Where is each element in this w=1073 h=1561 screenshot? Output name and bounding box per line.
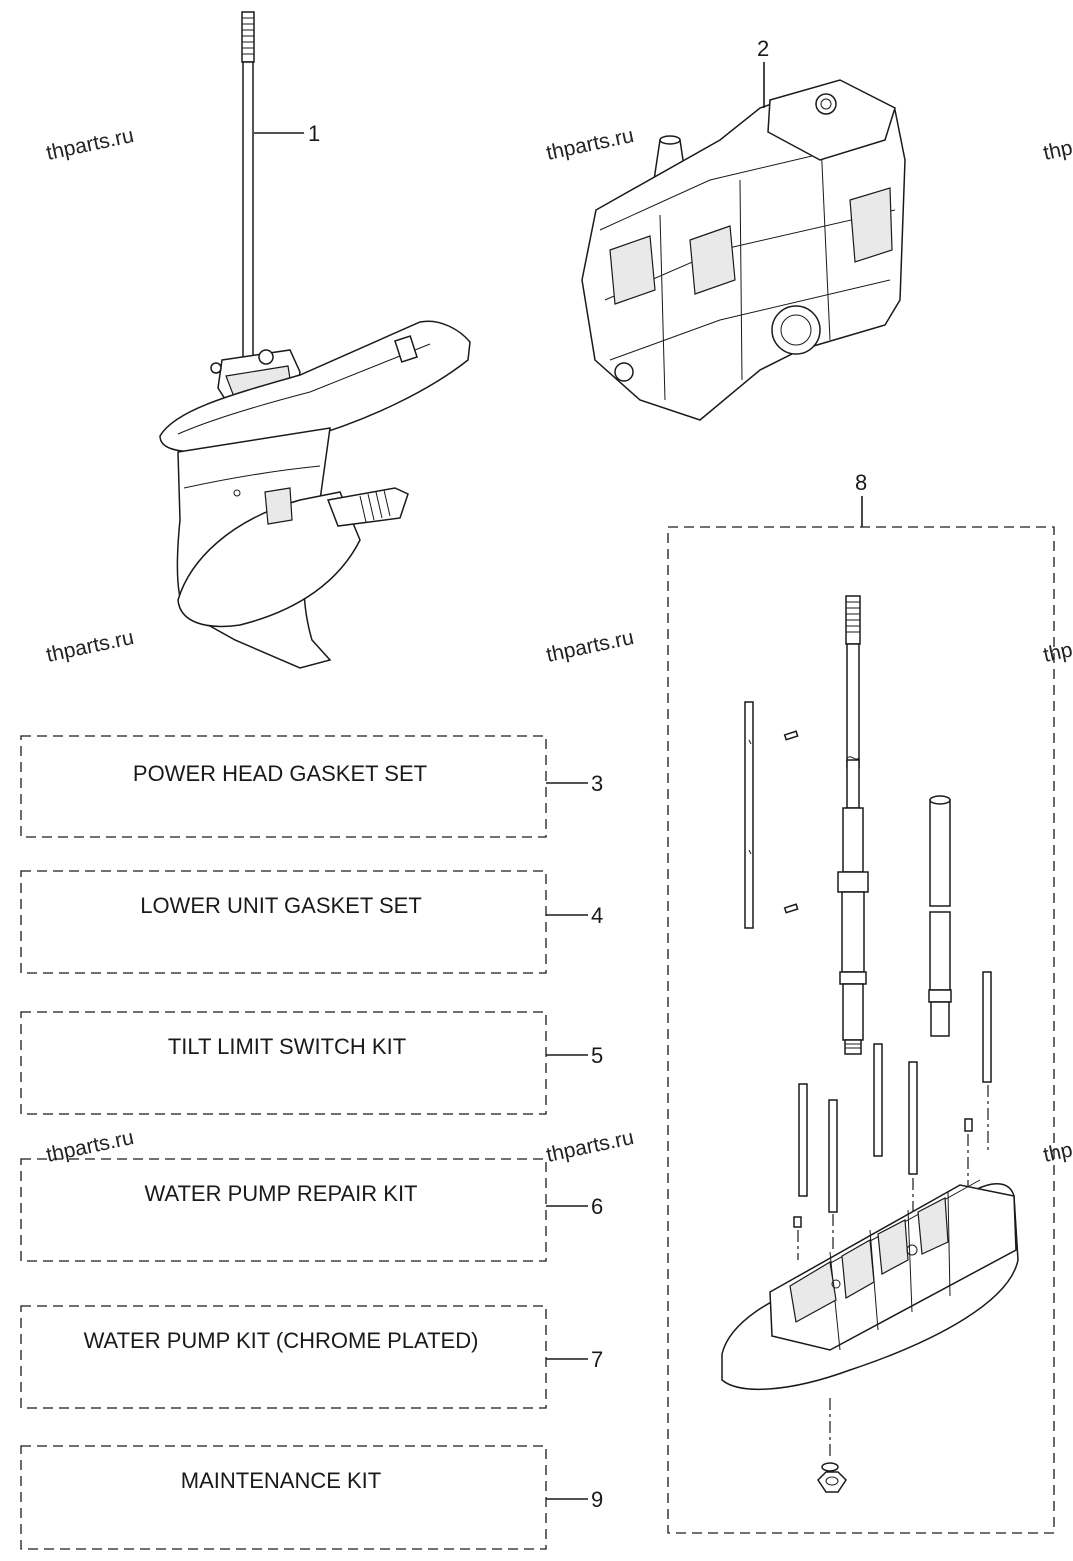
kit-box-7[interactable]: WATER PUMP KIT (CHROME PLATED) bbox=[20, 1305, 547, 1409]
part-1-lower-unit[interactable] bbox=[159, 11, 471, 669]
watermark: thparts.ru bbox=[44, 124, 136, 165]
watermark: thparts.ru bbox=[44, 626, 136, 667]
part-2-power-head[interactable] bbox=[581, 79, 906, 421]
callout-2[interactable]: 2 bbox=[757, 36, 769, 61]
callout-7[interactable]: 7 bbox=[591, 1347, 603, 1372]
kit-label-lower-unit-gasket-set: LOWER UNIT GASKET SET bbox=[140, 893, 422, 918]
kit-box-3[interactable]: POWER HEAD GASKET SET bbox=[20, 735, 547, 838]
kit-box-8[interactable] bbox=[667, 526, 1055, 1534]
watermark: thparts.ru bbox=[544, 626, 636, 667]
callout-1[interactable]: 1 bbox=[308, 121, 320, 146]
watermark: thparts.ru bbox=[1041, 626, 1073, 667]
callout-9[interactable]: 9 bbox=[591, 1487, 603, 1512]
kit-box-6[interactable]: WATER PUMP REPAIR KIT bbox=[20, 1158, 547, 1262]
callout-8[interactable]: 8 bbox=[855, 470, 867, 495]
callout-4[interactable]: 4 bbox=[591, 903, 603, 928]
kit-label-maintenance-kit: MAINTENANCE KIT bbox=[181, 1468, 381, 1493]
watermark: thparts.ru bbox=[1041, 1126, 1073, 1167]
watermark: thparts.ru bbox=[544, 124, 636, 165]
kit-label-power-head-gasket-set: POWER HEAD GASKET SET bbox=[133, 761, 427, 786]
callout-3[interactable]: 3 bbox=[591, 771, 603, 796]
watermark: thparts.ru bbox=[44, 1126, 136, 1167]
kit-label-water-pump-repair-kit: WATER PUMP REPAIR KIT bbox=[145, 1181, 418, 1206]
callouts: 1 2 8 3 4 5 6 7 9 bbox=[254, 36, 867, 1512]
part-8-exploded-kit[interactable] bbox=[721, 595, 1019, 1493]
kit-box-5[interactable]: TILT LIMIT SWITCH KIT bbox=[20, 1011, 547, 1115]
kit-label-water-pump-kit-chrome-plated: WATER PUMP KIT (CHROME PLATED) bbox=[84, 1328, 479, 1353]
callout-6[interactable]: 6 bbox=[591, 1194, 603, 1219]
callout-5[interactable]: 5 bbox=[591, 1043, 603, 1068]
watermarks: thparts.ru thparts.ru thparts.ru thparts… bbox=[44, 124, 1073, 1167]
kit-box-4[interactable]: LOWER UNIT GASKET SET bbox=[20, 870, 547, 974]
watermark: thparts.ru bbox=[544, 1126, 636, 1167]
kit-label-tilt-limit-switch-kit: TILT LIMIT SWITCH KIT bbox=[168, 1034, 406, 1059]
watermark: thparts.ru bbox=[1041, 124, 1073, 165]
kit-box-9[interactable]: MAINTENANCE KIT bbox=[20, 1445, 547, 1550]
